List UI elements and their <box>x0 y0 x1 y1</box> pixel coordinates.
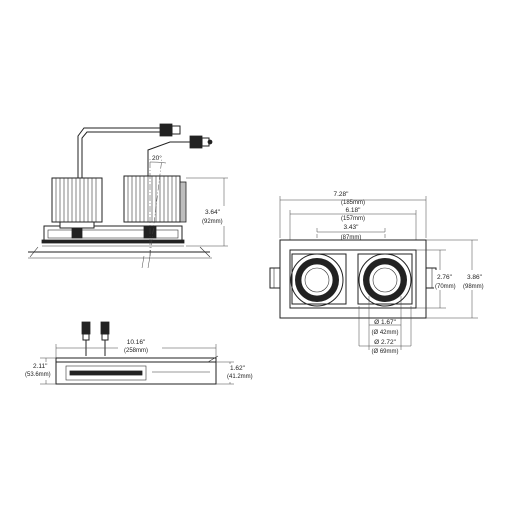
tilt-arc <box>149 161 167 164</box>
left-mount-bracket <box>71 227 83 239</box>
length-in-label: 10.16" <box>127 339 146 346</box>
right-height-mm-label: (41.2mm) <box>227 374 253 380</box>
overall-width-in-label: 7.28" <box>334 191 350 198</box>
right-heat-sink <box>123 157 187 269</box>
height-mm-label: (92mm) <box>202 219 223 225</box>
length-mm-label: (258mm) <box>124 348 148 354</box>
side-view: 20° 3.64" (92mm) <box>28 123 232 269</box>
left-spring-clip <box>269 267 281 289</box>
left-height-in-label: 2.11" <box>33 363 48 370</box>
top-view: 7.28" (185mm) 6.18" (157mm) 3.43" (87mm) <box>269 191 489 355</box>
inner-height-mm-label: (70mm) <box>435 284 456 290</box>
front-view: 10.16" (258mm) 2.11" (53.6mm) 1.62" (41.… <box>24 321 258 385</box>
trim-flange <box>41 239 185 244</box>
front-label-plate <box>65 365 147 381</box>
outer-height-mm-label: (98mm) <box>463 284 484 290</box>
left-aperture <box>300 263 334 297</box>
right-fixture-top <box>357 253 413 307</box>
left-height-mm-label: (53.6mm) <box>25 372 51 378</box>
aperture-in-label: Ø 1.67" <box>374 319 397 326</box>
driver-plate <box>179 181 187 223</box>
spacing-mm-label: (87mm) <box>341 235 362 241</box>
right-height-in-label: 1.62" <box>230 365 246 372</box>
right-aperture <box>368 263 402 297</box>
cutout-width-mm-label: (157mm) <box>341 216 365 222</box>
cutout-width-in-label: 6.18" <box>346 207 362 214</box>
connector-left <box>159 123 173 137</box>
outer-height-in-label: 3.86" <box>467 274 483 281</box>
connector-right <box>189 135 203 149</box>
conduit-wire <box>77 127 160 178</box>
height-in-label: 3.64" <box>205 209 221 216</box>
spacing-in-label: 3.43" <box>344 224 360 231</box>
driver-wire <box>147 141 190 176</box>
trim-mm-label: (Ø 69mm) <box>372 349 399 355</box>
trim-in-label: Ø 2.72" <box>374 339 397 346</box>
aperture-mm-label: (Ø 42mm) <box>372 330 399 336</box>
tilt-angle-label: 20° <box>152 154 162 162</box>
overall-width-mm-label: (185mm) <box>341 200 365 206</box>
inner-cutout <box>289 249 417 309</box>
left-heat-sink <box>51 177 103 239</box>
inner-height-in-label: 2.76" <box>437 274 453 281</box>
tilt-axis-line <box>149 157 163 257</box>
front-connectors <box>81 321 110 356</box>
left-fixture-top <box>290 253 347 307</box>
